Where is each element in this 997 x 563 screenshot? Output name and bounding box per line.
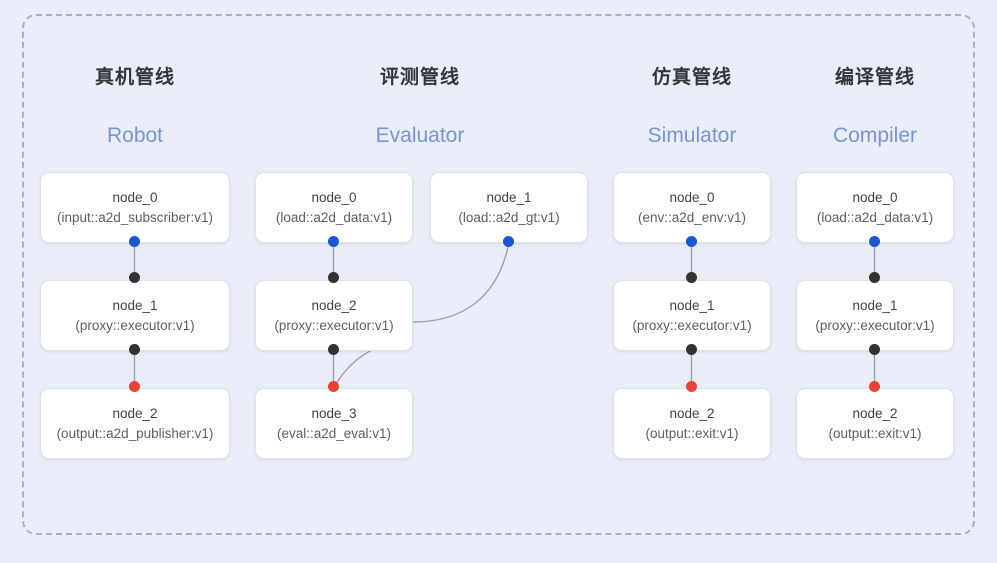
node-type: (input::a2d_subscriber:v1) <box>56 209 214 225</box>
column-title-cn-compiler: 编译管线 <box>834 67 915 88</box>
column-title-en-evaluator: Evaluator <box>375 124 465 147</box>
node-name: node_0 <box>311 189 357 205</box>
port-in-comp-node-2[interactable] <box>869 381 880 392</box>
port-in-eval-node-3[interactable] <box>328 381 339 392</box>
node-name: node_2 <box>852 405 898 421</box>
node-type: (proxy::executor:v1) <box>274 317 394 333</box>
node-name: node_0 <box>852 189 898 205</box>
node-card-robot-node-2[interactable]: node_2 (output::a2d_publisher:v1) <box>40 388 230 459</box>
node-card-comp-node-0[interactable]: node_0 (load::a2d_data:v1) <box>796 172 954 243</box>
diagram-frame <box>22 14 975 535</box>
port-in-eval-node-2[interactable] <box>328 272 339 283</box>
port-in-comp-node-1[interactable] <box>869 272 880 283</box>
port-in-sim-node-1[interactable] <box>686 272 697 283</box>
node-type: (proxy::executor:v1) <box>75 317 195 333</box>
port-out-sim-node-0[interactable] <box>686 236 697 247</box>
node-name: node_0 <box>669 189 715 205</box>
node-name: node_1 <box>112 297 158 313</box>
port-out-comp-node-0[interactable] <box>869 236 880 247</box>
node-card-eval-node-2[interactable]: node_2 (proxy::executor:v1) <box>255 280 413 351</box>
node-card-eval-node-3[interactable]: node_3 (eval::a2d_eval:v1) <box>255 388 413 459</box>
node-name: node_1 <box>486 189 532 205</box>
node-type: (load::a2d_gt:v1) <box>458 209 560 225</box>
node-card-comp-node-2[interactable]: node_2 (output::exit:v1) <box>796 388 954 459</box>
node-type: (output::exit:v1) <box>645 425 739 441</box>
node-type: (load::a2d_data:v1) <box>816 209 934 225</box>
node-type: (output::exit:v1) <box>828 425 922 441</box>
node-name: node_2 <box>311 297 357 313</box>
node-card-comp-node-1[interactable]: node_1 (proxy::executor:v1) <box>796 280 954 351</box>
node-card-eval-node-0[interactable]: node_0 (load::a2d_data:v1) <box>255 172 413 243</box>
node-card-eval-node-1[interactable]: node_1 (load::a2d_gt:v1) <box>430 172 588 243</box>
node-type: (eval::a2d_eval:v1) <box>276 425 392 441</box>
node-card-sim-node-1[interactable]: node_1 (proxy::executor:v1) <box>613 280 771 351</box>
column-title-en-compiler: Compiler <box>832 124 918 147</box>
column-title-cn-robot: 真机管线 <box>94 67 175 88</box>
node-type: (load::a2d_data:v1) <box>275 209 393 225</box>
node-card-robot-node-1[interactable]: node_1 (proxy::executor:v1) <box>40 280 230 351</box>
port-in-robot-node-2[interactable] <box>129 381 140 392</box>
node-type: (output::a2d_publisher:v1) <box>56 425 214 441</box>
port-in-sim-node-2[interactable] <box>686 381 697 392</box>
node-name: node_0 <box>112 189 158 205</box>
column-title-cn-simulator: 仿真管线 <box>651 67 732 88</box>
node-name: node_2 <box>669 405 715 421</box>
node-name: node_2 <box>112 405 158 421</box>
node-type: (proxy::executor:v1) <box>815 317 935 333</box>
column-title-en-robot: Robot <box>106 124 164 147</box>
node-name: node_1 <box>852 297 898 313</box>
column-title-en-simulator: Simulator <box>647 124 737 147</box>
port-in-robot-node-1[interactable] <box>129 272 140 283</box>
port-out-robot-node-1[interactable] <box>129 344 140 355</box>
node-name: node_3 <box>311 405 357 421</box>
port-out-eval-node-2[interactable] <box>328 344 339 355</box>
node-card-sim-node-0[interactable]: node_0 (env::a2d_env:v1) <box>613 172 771 243</box>
node-card-sim-node-2[interactable]: node_2 (output::exit:v1) <box>613 388 771 459</box>
column-title-cn-evaluator: 评测管线 <box>379 67 460 88</box>
port-out-robot-node-0[interactable] <box>129 236 140 247</box>
node-type: (env::a2d_env:v1) <box>637 209 747 225</box>
node-type: (proxy::executor:v1) <box>632 317 752 333</box>
port-out-sim-node-1[interactable] <box>686 344 697 355</box>
port-out-eval-node-0[interactable] <box>328 236 339 247</box>
port-out-comp-node-1[interactable] <box>869 344 880 355</box>
port-out-eval-node-1[interactable] <box>503 236 514 247</box>
node-name: node_1 <box>669 297 715 313</box>
node-card-robot-node-0[interactable]: node_0 (input::a2d_subscriber:v1) <box>40 172 230 243</box>
